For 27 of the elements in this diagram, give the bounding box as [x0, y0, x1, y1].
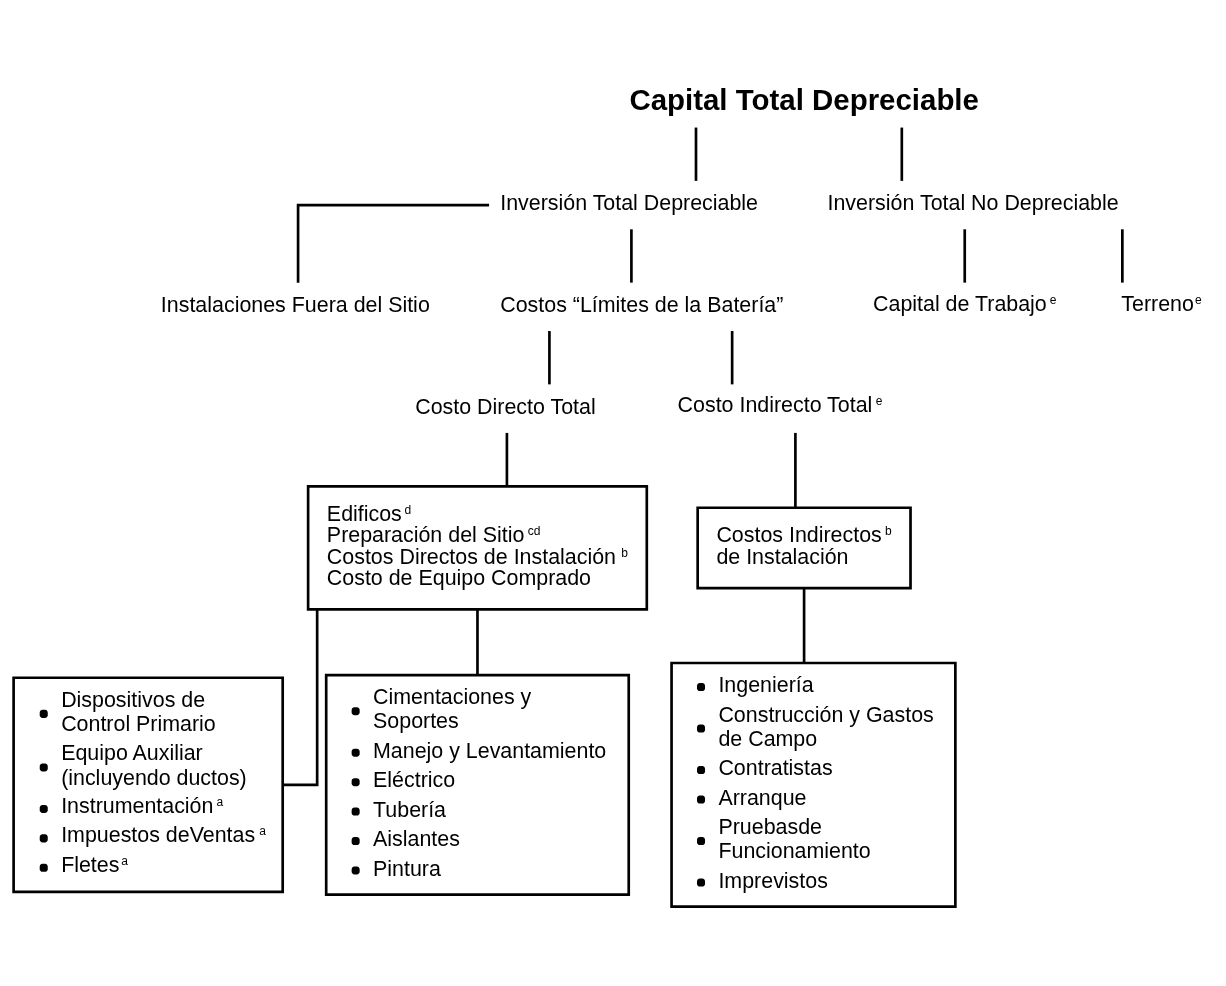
connector	[794, 432, 797, 508]
connector	[548, 331, 551, 385]
connector	[282, 609, 319, 787]
node-box: Costos Indirectos$^{b}$ de Instalación	[696, 506, 912, 590]
connector	[900, 127, 904, 181]
connector	[694, 127, 698, 181]
node-text: Capital de Trabajo$^{e}$	[873, 291, 1057, 316]
node-box: Edificos$^{d}$ Preparación del Sitio$^{cd}$ Costos Directos de Instalación$^{b}$ Costo de Equipo Comprado	[306, 484, 649, 611]
connector	[1121, 229, 1124, 283]
node-text: Capital Total Depreciable	[629, 82, 979, 116]
node-box: Dispositivos de Control Primario Equipo Auxiliar (incluyendo ductos) Instrumentación$^{a}$ Impuestos deVentas$^{a}$ Fletes$^{a}$	[12, 676, 285, 894]
connector	[476, 609, 479, 675]
connector	[630, 229, 633, 283]
node-text: Costo Indirecto Total$^{e}$	[677, 393, 883, 418]
node-text: Costos “Límites de la Batería”	[500, 293, 784, 318]
node-text: Inversión Total No Depreciable	[827, 191, 1119, 216]
node-text: Instalaciones Fuera del Sitio	[160, 293, 430, 318]
node-box: Cimentaciones y Soportes Manejo y Levantamiento Eléctrico Tubería Aislantes Pintura	[324, 673, 631, 896]
node-box: Ingeniería Construcción y Gastos de Campo Contratistas Arranque Pruebasde Funcionamiento Imprevistos	[670, 661, 957, 908]
node-text: Costo Directo Total	[415, 394, 596, 419]
node-text: Inversión Total Depreciable	[500, 191, 759, 216]
connector	[296, 203, 490, 283]
connector	[963, 229, 967, 283]
connector	[505, 432, 509, 487]
connector	[802, 588, 806, 663]
node-text: Terreno$^{e}$	[1121, 291, 1202, 316]
connector	[730, 331, 734, 385]
